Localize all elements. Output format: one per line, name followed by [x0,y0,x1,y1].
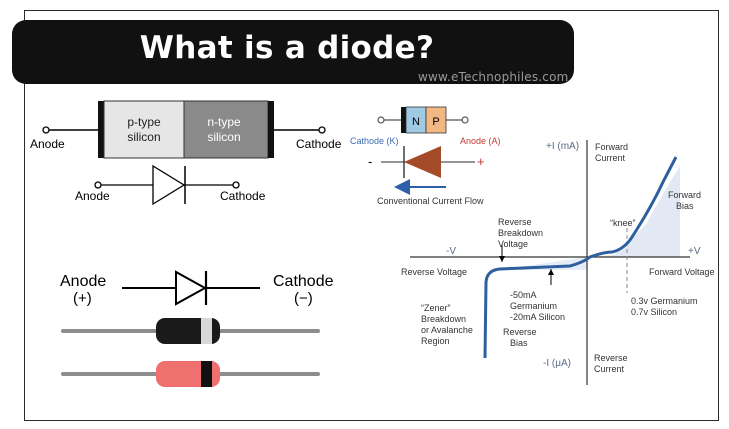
n-label: N [412,116,420,128]
diode-symbol-small: Anode Cathode [75,164,266,206]
breakdown-label-1: Reverse [498,217,532,227]
symbol-anode-label: Anode [75,189,110,203]
forward-current-label-2: Current [595,153,626,163]
zener-label-1: “Zener” [421,303,451,313]
reverse-current-label-1: Reverse [594,353,628,363]
junction-end-cap-right [268,101,274,158]
package-band [201,318,212,344]
symbol-cathode-label: Cathode [220,189,266,203]
n-type-label: n-type [207,115,241,129]
diode-package-red [61,361,320,387]
large-anode-label: Anode [60,273,106,290]
symbol-anode-terminal [94,181,102,189]
leakage-label-2: Germanium [510,301,557,311]
junction-end-cap-left [98,101,104,158]
p-silicon-label: silicon [127,130,160,144]
plus-sign: + [477,154,485,169]
conventional-flow-label: Conventional Current Flow [377,196,484,206]
knee-label: “knee” [610,218,636,228]
pn-junction-diagram: p-type silicon n-type silicon Anode Cath… [30,100,342,159]
large-anode-sign: (+) [73,290,92,307]
pn-anode-label: Anode (A) [460,136,501,146]
breakdown-label-3: Voltage [498,239,528,249]
y-positive-label: +I (mA) [546,141,579,152]
p-label: P [432,116,439,128]
diode-symbol-large: Anode (+) Cathode (−) [60,270,334,307]
watermark: www.eTechnophiles.com [418,70,569,84]
p-type-region [103,100,185,159]
leakage-label-1: -50mA [510,290,537,300]
reverse-bias-label-2: Bias [510,338,528,348]
anode-terminal [42,126,50,134]
breakdown-label-2: Breakdown [498,228,543,238]
page-title: What is a diode? [139,30,435,66]
positive-voltage-label: +V [688,246,701,257]
n-type-region [183,100,269,159]
forward-bias-fill [587,166,680,257]
iv-curve [483,156,678,359]
p-region [425,106,447,134]
junction-cathode-label: Cathode [296,137,342,151]
pn-end-cap [401,107,406,133]
iv-graph: +I (mA) Forward Current Forward Bias “kn… [401,140,715,385]
large-cathode-sign: (−) [294,290,313,307]
zener-label-4: Region [421,336,450,346]
reverse-current-label-2: Current [594,364,625,374]
y-negative-label: -I (μA) [543,358,571,369]
pn-anode-terminal [461,116,469,124]
forward-voltage-drop-1: 0.3v Germanium [631,296,698,306]
reverse-voltage-label: Reverse Voltage [401,267,467,277]
diode-triangle [152,164,186,206]
zener-label-2: Breakdown [421,314,466,324]
forward-voltage-label: Forward Voltage [649,267,715,277]
package-band [201,361,212,387]
zener-label-3: or Avalanche [421,325,473,335]
pn-cathode-terminal [377,116,385,124]
pn-cathode-label: Cathode (K) [350,136,399,146]
cathode-terminal [318,126,326,134]
junction-anode-label: Anode [30,137,65,151]
forward-current-label-1: Forward [595,142,628,152]
diode-package-black [61,318,320,344]
pn-block-diagram: N P Cathode (K) Anode (A) - + Convention… [350,106,501,206]
forward-bias-label-1: Forward [668,190,701,200]
p-type-label: p-type [127,115,161,129]
symbol-cathode-terminal [232,181,240,189]
minus-sign: - [368,154,372,169]
reverse-bias-label-1: Reverse [503,327,537,337]
leakage-label-3: -20mA Silicon [510,312,565,322]
negative-voltage-label: -V [446,246,456,257]
forward-voltage-drop-2: 0.7v Silicon [631,307,677,317]
large-cathode-label: Cathode [273,273,334,290]
large-diode-triangle [175,270,208,306]
current-arrow-triangle [404,146,441,178]
n-silicon-label: silicon [207,130,240,144]
title-banner [12,20,574,84]
forward-bias-label-2: Bias [676,201,694,211]
